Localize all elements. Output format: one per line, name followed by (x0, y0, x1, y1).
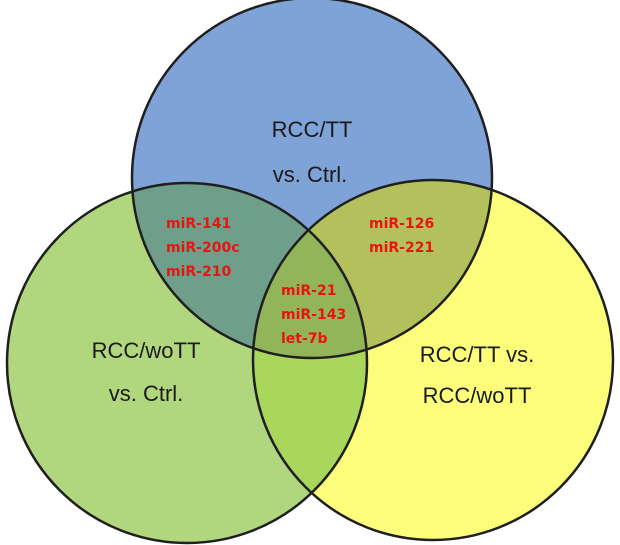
mirna-label: miR-143 (281, 307, 346, 323)
mirna-label: let-7b (281, 331, 328, 347)
mirna-label: miR-210 (166, 264, 231, 280)
overlap-a-c (253, 180, 492, 358)
region-a-c-list: miR-126 miR-221 (369, 216, 434, 256)
label-rcc-wott-line1: RCC/woTT (92, 338, 201, 363)
mirna-label: miR-221 (369, 240, 434, 256)
label-tt-vs-wott-line2: RCC/woTT (423, 383, 532, 408)
label-tt-vs-wott-line1: RCC/TT vs. (420, 342, 534, 367)
region-a-b-list: miR-141 miR-200c miR-210 (166, 216, 240, 280)
circle-rcc-tt-outline (130, 0, 494, 360)
circle-rcc-wott-outline (5, 181, 369, 545)
circle-tt-vs-wott-outline (251, 178, 615, 542)
mirna-label: miR-200c (166, 240, 240, 256)
label-rcc-tt-line1: RCC/TT (272, 117, 353, 142)
mirna-label: miR-141 (166, 216, 231, 232)
label-rcc-wott-line2: vs. Ctrl. (109, 381, 184, 406)
region-a-b-c-list: miR-21 miR-143 let-7b (281, 283, 346, 347)
mirna-label: miR-21 (281, 283, 336, 299)
label-rcc-tt-line2: vs. Ctrl. (273, 162, 348, 187)
mirna-label: miR-126 (369, 216, 434, 232)
